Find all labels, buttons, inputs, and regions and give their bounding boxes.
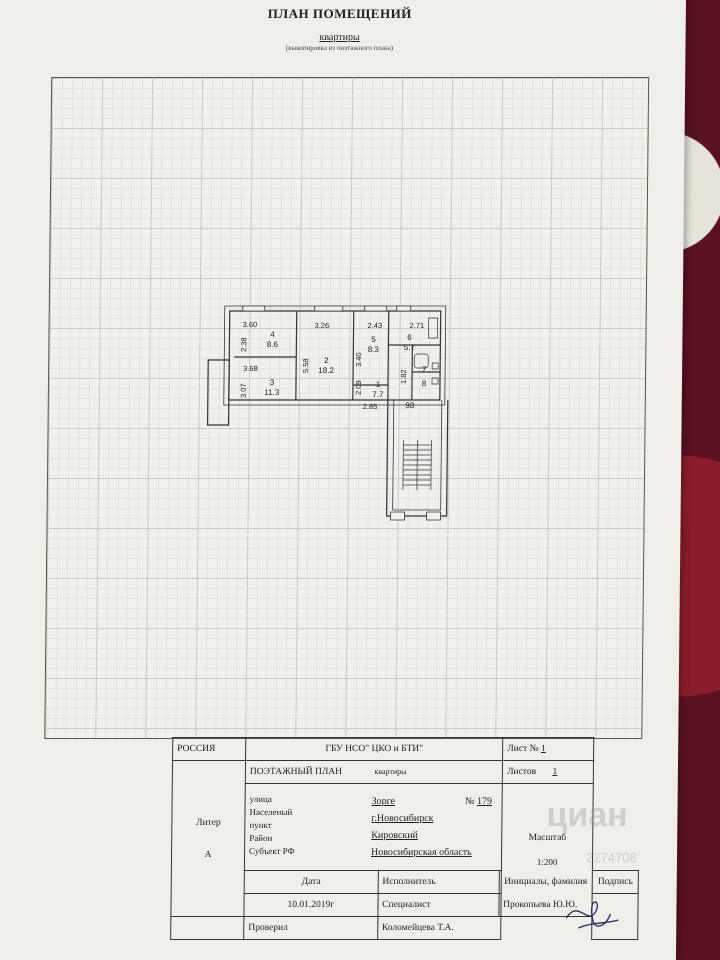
executor-label-cell: Исполнитель bbox=[377, 870, 500, 894]
dim-label: 2.38 bbox=[239, 337, 248, 352]
plan-kind: квартиры bbox=[374, 767, 407, 776]
floor-plan: 3.60 2.38 3.68 3.07 3.26 5.58 2.43 3.40 … bbox=[206, 305, 449, 521]
subject-label: Субъект РФ bbox=[249, 846, 295, 856]
liter-value: А bbox=[204, 849, 212, 860]
country-cell: РОССИЯ bbox=[172, 737, 246, 761]
room-number: 4 bbox=[270, 330, 275, 339]
date-value-cell: 10.01.2019г bbox=[243, 893, 378, 917]
room-number: 3 bbox=[270, 378, 275, 387]
dim-label: 2.85 bbox=[363, 402, 378, 411]
room-area: 11.3 bbox=[264, 388, 280, 397]
plan-title-cell: ПОЭТАЖНЫЙ ПЛАН квартиры bbox=[245, 760, 503, 784]
sheet-no-label: Лист № bbox=[507, 744, 539, 754]
dim-label: 2.09 bbox=[354, 380, 363, 395]
empty-cell bbox=[170, 916, 244, 940]
dim-label: 3.60 bbox=[243, 320, 258, 329]
room-number: 98 bbox=[405, 401, 415, 410]
room-area: 5.7 bbox=[404, 343, 416, 352]
address-cell: улица Населеный пункт Район Субъект РФ З… bbox=[244, 783, 503, 871]
room-number: 2 bbox=[324, 356, 329, 365]
plan-title: ПОЭТАЖНЫЙ ПЛАН bbox=[249, 767, 343, 777]
specialist-label-cell: Специалист bbox=[377, 893, 499, 917]
watermark-logo: циан bbox=[546, 796, 628, 834]
scale-value: 1:200 bbox=[536, 857, 558, 867]
org-cell: ГБУ НСО" ЦКО и БТИ" bbox=[245, 737, 503, 761]
signature-mark bbox=[565, 901, 619, 929]
room-area: 8.6 bbox=[267, 340, 279, 349]
district-label: Район bbox=[249, 833, 273, 843]
dim-label: 3.07 bbox=[239, 383, 248, 398]
sheets-label: Листов bbox=[507, 767, 537, 777]
checked-label-cell: Проверил bbox=[243, 916, 378, 940]
dim-label: 3.40 bbox=[354, 352, 363, 367]
sheets-cell: Листов 1 bbox=[502, 760, 594, 784]
date-label-cell: Дата bbox=[244, 870, 379, 894]
locality-value: г.Новосибирск bbox=[371, 813, 434, 824]
dim-label: 5.58 bbox=[301, 358, 310, 373]
sheet-no-cell: Лист № 1 bbox=[502, 737, 594, 761]
room-area: 18.2 bbox=[318, 366, 334, 375]
subject-value: Новосибирская область bbox=[371, 847, 472, 858]
watermark-id: 2274708 bbox=[585, 850, 637, 865]
room-number: 1 bbox=[376, 380, 381, 389]
room-number: 7 bbox=[422, 365, 427, 374]
street-label: улица bbox=[249, 794, 272, 804]
dim-label: 3.68 bbox=[243, 364, 258, 373]
district-value: Кировский bbox=[371, 830, 418, 841]
locality-label: Населеный пункт bbox=[249, 807, 293, 830]
num-label: № bbox=[464, 796, 475, 807]
room-area: 8.3 bbox=[368, 345, 380, 354]
checked-name-cell: Коломейцева Т.А. bbox=[377, 916, 502, 940]
document-sheet: ПЛАН ПОМЕЩЕНИЙ квартиры (выкопировка из … bbox=[0, 0, 687, 960]
num-value: 179 bbox=[477, 796, 493, 807]
liter-cell: Литер А bbox=[170, 760, 246, 917]
room-number: 8 bbox=[422, 379, 427, 388]
sheets-value: 1 bbox=[552, 767, 558, 777]
dim-label: 2.43 bbox=[368, 321, 383, 330]
room-area: 7.7 bbox=[372, 390, 384, 399]
street-value: Зорге bbox=[371, 796, 396, 807]
dim-label: 3.26 bbox=[315, 321, 330, 330]
dim-label: 1.82 bbox=[399, 369, 408, 384]
dim-label: 2.71 bbox=[410, 321, 425, 330]
liter-label: Литер bbox=[196, 817, 221, 828]
sheet-no-value: 1 bbox=[540, 744, 546, 754]
room-number: 5 bbox=[371, 335, 376, 344]
room-number: 6 bbox=[407, 333, 412, 342]
